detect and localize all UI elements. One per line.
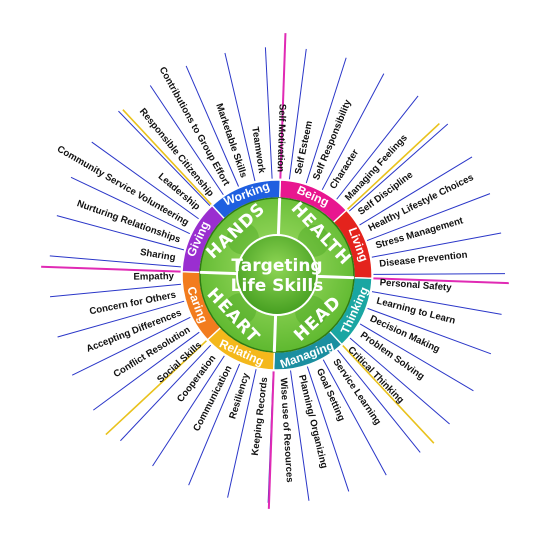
spoke-line	[224, 52, 256, 183]
skill-wise-use-of-resources: Wise use of Resources	[278, 377, 295, 482]
petal-divider	[316, 274, 355, 280]
spoke-line	[185, 65, 240, 189]
accent-spoke-line	[341, 344, 435, 444]
spoke-line	[371, 273, 505, 275]
spoke-line	[370, 232, 502, 258]
spoke-line	[149, 85, 225, 197]
accent-spoke-line	[105, 339, 208, 436]
center-title-line2: Life Skills	[231, 276, 324, 296]
spoke-line	[152, 354, 226, 467]
skill-self-motivation: Self Motivation	[275, 104, 288, 173]
spoke-line	[370, 290, 502, 315]
petal-divider	[199, 270, 238, 276]
spoke-line	[71, 316, 192, 376]
spoke-line	[120, 343, 213, 442]
spoke-line	[358, 322, 474, 392]
spoke-line	[49, 255, 183, 268]
center-disc: Targeting Life Skills	[231, 234, 324, 316]
spoke-line	[70, 176, 192, 235]
spoke-line	[227, 367, 257, 498]
skill-keeping-records: Keeping Records	[250, 377, 270, 457]
accent-spoke-line	[372, 277, 509, 285]
accent-spoke-line	[41, 265, 182, 273]
spoke-lines	[49, 47, 505, 503]
spoke-line	[289, 368, 310, 501]
spoke-line	[93, 330, 201, 411]
skill-disease-prevention: Disease Prevention	[379, 250, 468, 270]
spoke-line	[335, 95, 419, 201]
spoke-line	[306, 365, 350, 492]
spoke-line	[358, 156, 473, 227]
accent-spoke-line	[122, 109, 213, 206]
spoke-line	[288, 48, 307, 181]
skill-empathy: Empathy	[133, 271, 174, 283]
accent-spoke-line	[346, 123, 440, 211]
skill-personal-safety: Personal Safety	[379, 277, 452, 293]
accent-spoke-line	[267, 370, 275, 509]
petal-divider	[272, 314, 278, 353]
spoke-line	[56, 215, 186, 251]
spoke-line	[347, 123, 449, 213]
spoke-line	[118, 110, 212, 208]
spoke-line	[321, 73, 385, 192]
accent-lines	[41, 33, 509, 509]
spoke-line	[365, 307, 492, 355]
spoke-line	[49, 283, 183, 298]
spoke-line	[57, 300, 186, 338]
spoke-line	[336, 348, 421, 453]
spoke-line	[264, 47, 273, 181]
center-title-line1: Targeting	[231, 256, 322, 276]
spoke-line	[322, 358, 387, 476]
accent-spoke-line	[279, 33, 287, 180]
spoke-line	[91, 141, 201, 221]
spoke-line	[305, 57, 347, 185]
spoke-line	[348, 336, 450, 425]
petal-divider	[276, 197, 282, 236]
skill-resiliency: Resiliency	[227, 371, 252, 420]
skill-sharing: Sharing	[139, 247, 176, 264]
spoke-line	[188, 362, 241, 486]
spoke-line	[365, 193, 491, 242]
